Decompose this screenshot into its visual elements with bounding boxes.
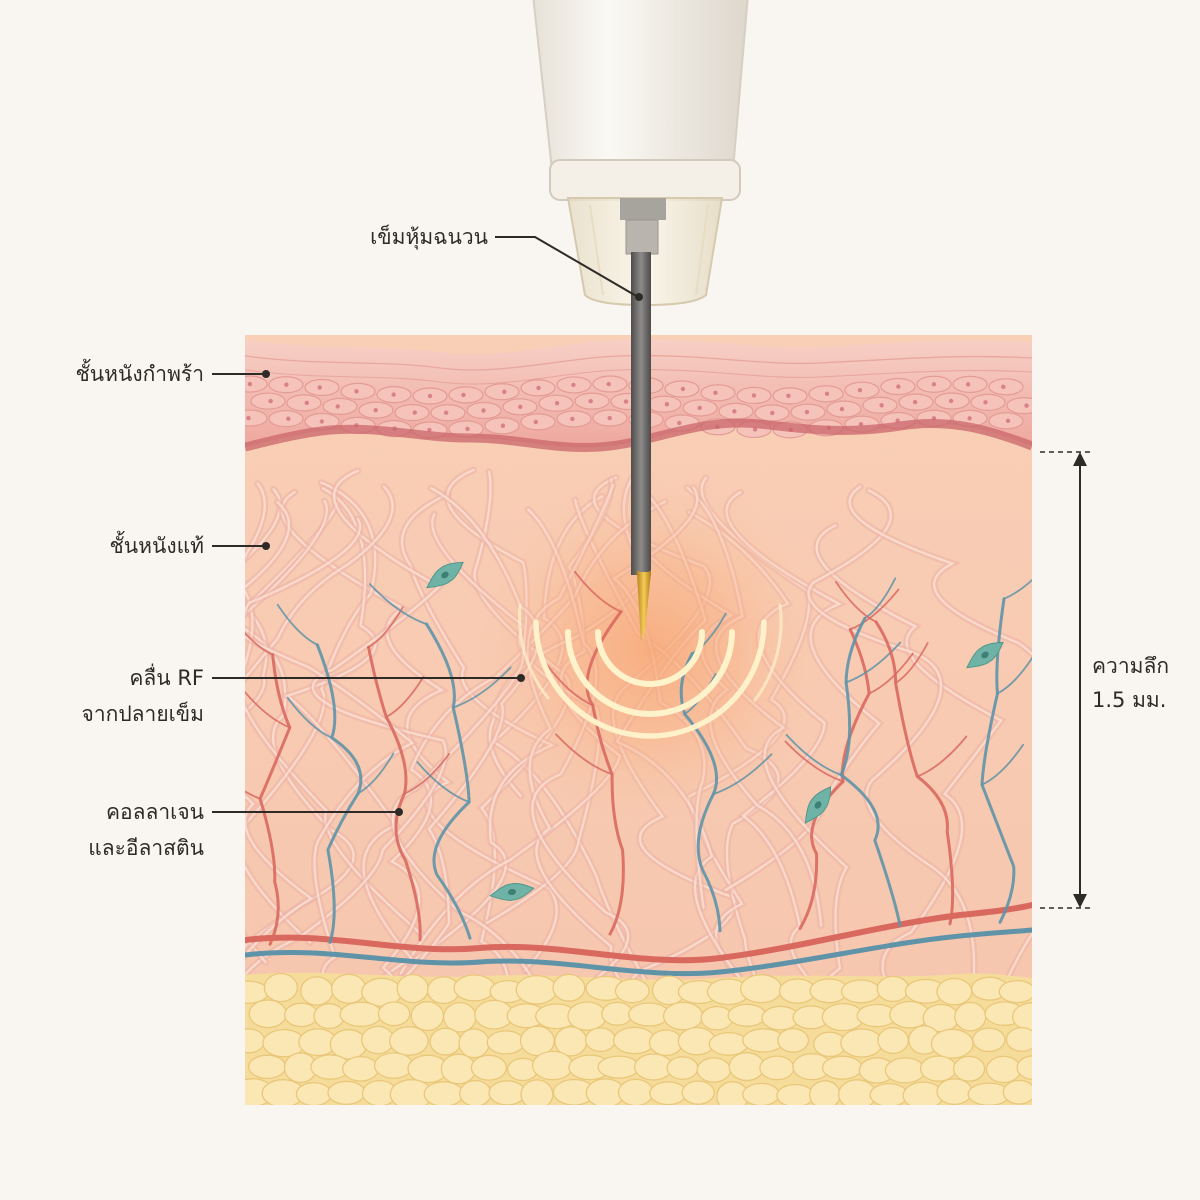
basement-membrane xyxy=(245,418,1032,452)
blood-vessels xyxy=(245,570,1032,977)
rf-label-line2: จากปลายเข็ม xyxy=(81,702,204,726)
skin-block xyxy=(245,335,1032,1105)
needle-handpiece-icon xyxy=(532,0,749,342)
depth-bracket xyxy=(1040,451,1094,909)
needle-label: เข็มหุ้มฉนวน xyxy=(370,225,488,249)
needle-leader-line xyxy=(495,236,639,298)
fibroblast-cell-icon xyxy=(966,641,1004,669)
needle-shaft xyxy=(631,335,651,575)
epidermis-label: ชั้นหนังกำพร้า xyxy=(75,362,204,386)
fibroblast-cell-icon xyxy=(804,786,832,824)
leader-lines xyxy=(212,236,643,816)
fibroblast-cell-icon xyxy=(489,882,535,901)
rf-label-line1: คลื่น RF xyxy=(129,666,204,690)
needle-tip-icon xyxy=(637,572,651,642)
fat-cells xyxy=(245,972,1032,1105)
depth-label-line1: ความลึก xyxy=(1092,654,1170,678)
fibroblast-cells xyxy=(426,561,1004,901)
depth-label-line2: 1.5 มม. xyxy=(1092,688,1167,712)
rf-waves xyxy=(517,603,783,739)
fibroblast-cell-icon xyxy=(426,561,464,589)
collagen-label-line2: และอีลาสติน xyxy=(88,836,204,860)
collagen-label-line1: คอลลาเจน xyxy=(105,800,204,824)
dermis-label: ชั้นหนังแท้ xyxy=(109,534,204,558)
rf-heat-zone xyxy=(460,470,840,850)
